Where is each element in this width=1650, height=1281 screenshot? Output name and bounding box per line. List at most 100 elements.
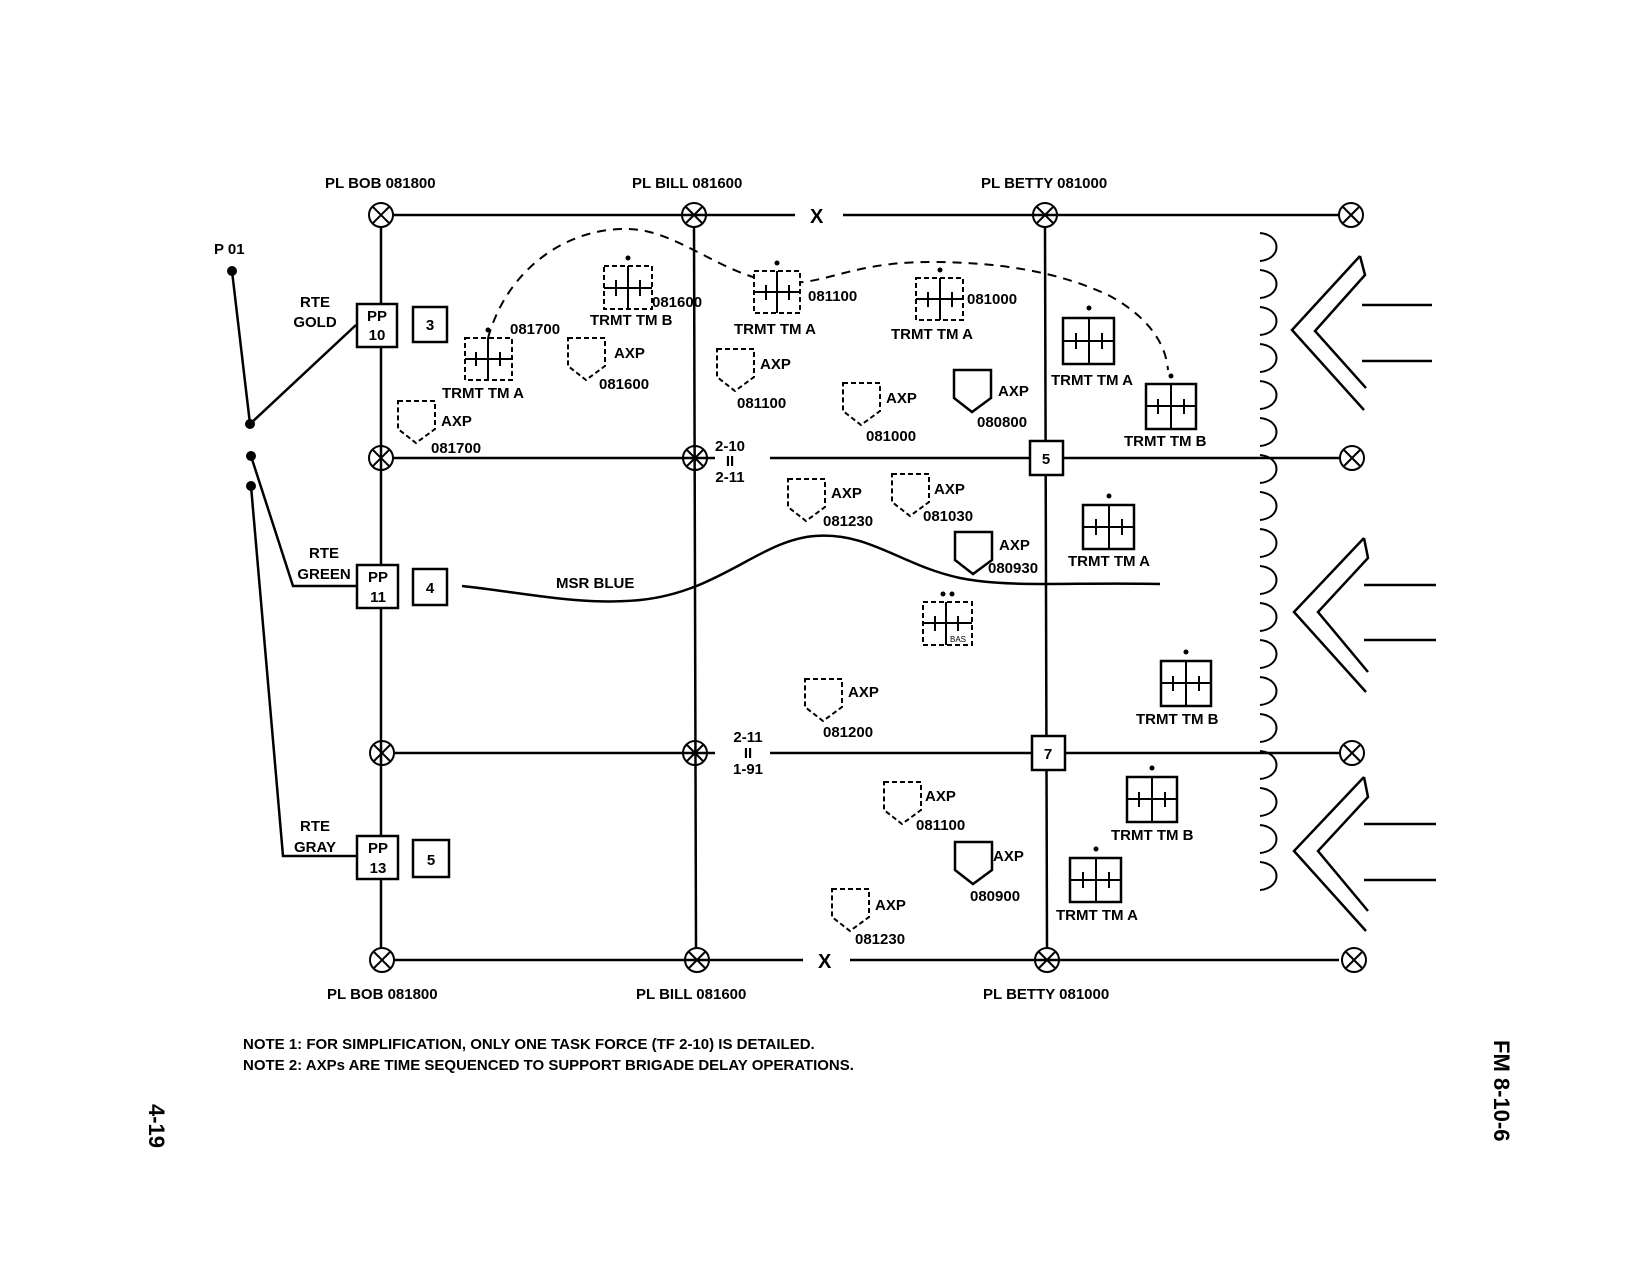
note-2: NOTE 2: AXPs ARE TIME SEQUENCED TO SUPPO… — [243, 1057, 854, 1074]
svg-text:081700: 081700 — [510, 321, 560, 338]
svg-text:TRMT TM A: TRMT TM A — [1068, 553, 1150, 570]
svg-text:GREEN: GREEN — [297, 566, 350, 583]
svg-text:081600: 081600 — [652, 294, 702, 311]
svg-text:081000: 081000 — [866, 428, 916, 445]
axp-080930: AXP 080930 — [953, 530, 1038, 577]
circle-x-icon — [369, 947, 395, 973]
svg-text:II: II — [744, 745, 752, 762]
circle-x-icon — [1339, 445, 1365, 471]
svg-text:AXP: AXP — [925, 788, 956, 805]
circle-x-icon — [1032, 202, 1058, 228]
svg-text:7: 7 — [1044, 746, 1052, 763]
route-gold-label: RTE GOLD — [293, 294, 336, 331]
scallop-segment — [1259, 565, 1278, 595]
scallop-segment — [1259, 454, 1278, 484]
scallop-segment — [1259, 380, 1278, 410]
scallop-segment — [1259, 343, 1278, 373]
svg-text:GRAY: GRAY — [294, 839, 336, 856]
svg-text:AXP: AXP — [760, 356, 791, 373]
circle-x-icon — [1338, 202, 1364, 228]
treatment-team-a-forward: TRMT TM A — [1051, 305, 1133, 389]
checkpoint-5: 5 — [1028, 439, 1065, 477]
route-green-label: RTE GREEN — [297, 545, 350, 583]
document-id: FM 8-10-6 — [1489, 1040, 1514, 1141]
route-gold-number: 3 — [411, 305, 449, 344]
axp-081200: AXP 081200 — [804, 678, 879, 741]
svg-text:TRMT TM B: TRMT TM B — [1136, 711, 1219, 728]
svg-text:080800: 080800 — [977, 414, 1027, 431]
page-number: 4-19 — [144, 1104, 169, 1148]
scallop-segment — [1259, 750, 1278, 780]
svg-text:10: 10 — [369, 327, 386, 344]
treatment-team-b-081600: 081600 TRMT TM B — [590, 255, 702, 329]
release-point-label: P 01 — [214, 241, 245, 258]
svg-text:RTE: RTE — [309, 545, 339, 562]
svg-text:081230: 081230 — [855, 931, 905, 948]
axp-081000: AXP 081000 — [842, 382, 917, 445]
boundary-x-top: X — [810, 206, 824, 228]
treatment-team-b-mid: TRMT TM B — [1136, 649, 1219, 728]
control-points — [368, 202, 1367, 973]
circle-x-icon — [368, 445, 394, 471]
boundary-x-bottom: X — [818, 951, 832, 973]
scallop-segment — [1259, 528, 1278, 558]
scallop-segment — [1259, 861, 1278, 891]
svg-text:TRMT TM A: TRMT TM A — [1056, 907, 1138, 924]
pl-bob-top-label: PL BOB 081800 — [325, 175, 436, 192]
svg-text:080930: 080930 — [988, 560, 1038, 577]
svg-text:5: 5 — [427, 852, 435, 869]
svg-text:AXP: AXP — [998, 383, 1029, 400]
axp-081600: AXP 081600 — [567, 337, 649, 393]
svg-text:TRMT TM A: TRMT TM A — [1051, 372, 1133, 389]
note-1: NOTE 1: FOR SIMPLIFICATION, ONLY ONE TAS… — [243, 1036, 815, 1053]
svg-text:081200: 081200 — [823, 724, 873, 741]
svg-text:AXP: AXP — [614, 345, 645, 362]
svg-text:3: 3 — [426, 317, 434, 334]
axp-081100: AXP 081100 — [716, 348, 791, 412]
treatment-team-a-081100: 081100 TRMT TM A — [734, 260, 857, 338]
axp-081700: AXP 081700 — [397, 400, 481, 457]
svg-text:AXP: AXP — [441, 413, 472, 430]
svg-text:PP: PP — [368, 569, 388, 586]
scallop-segment — [1259, 676, 1278, 706]
scallop-segment — [1259, 713, 1278, 743]
treatment-team-b-south: TRMT TM B — [1111, 765, 1194, 844]
checkpoint-7: 7 — [1030, 734, 1067, 772]
svg-text:II: II — [726, 453, 734, 470]
circle-x-icon — [681, 202, 707, 228]
svg-text:TRMT TM B: TRMT TM B — [1111, 827, 1194, 844]
axp-081030: AXP 081030 — [891, 473, 973, 525]
svg-text:PP: PP — [368, 840, 388, 857]
svg-text:AXP: AXP — [999, 537, 1030, 554]
svg-text:2-10: 2-10 — [715, 438, 745, 455]
svg-text:TRMT TM A: TRMT TM A — [442, 385, 524, 402]
circle-x-icon — [684, 947, 710, 973]
scallop-segment — [1259, 306, 1278, 336]
scallop-segment — [1259, 639, 1278, 669]
axp-081100-south: AXP 081100 — [883, 781, 965, 834]
circle-x-icon — [1339, 740, 1365, 766]
svg-text:GOLD: GOLD — [293, 314, 336, 331]
svg-text:5: 5 — [1042, 451, 1050, 468]
svg-text:RTE: RTE — [300, 818, 330, 835]
svg-text:AXP: AXP — [831, 485, 862, 502]
treatment-team-a-mid: TRMT TM A — [1068, 493, 1150, 570]
passage-point-11: PP 11 — [355, 563, 400, 610]
pl-bob-bottom-label: PL BOB 081800 — [327, 986, 438, 1003]
svg-text:AXP: AXP — [934, 481, 965, 498]
treatment-team-b-forward: TRMT TM B — [1124, 373, 1207, 450]
svg-text:TRMT TM B: TRMT TM B — [590, 312, 673, 329]
svg-text:BAS: BAS — [950, 635, 966, 644]
scallop-segment — [1259, 232, 1278, 262]
battalion-aid-station: BAS — [922, 591, 973, 646]
treatment-team-a-south: TRMT TM A — [1056, 846, 1138, 924]
circle-x-icon — [682, 740, 708, 766]
pl-bill-bottom-label: PL BILL 081600 — [636, 986, 746, 1003]
svg-text:081600: 081600 — [599, 376, 649, 393]
scallop-segment — [1259, 417, 1278, 447]
svg-text:081030: 081030 — [923, 508, 973, 525]
circle-x-icon — [1341, 947, 1367, 973]
scallop-segment — [1259, 602, 1278, 632]
route-green-number: 4 — [411, 567, 449, 607]
enemy-attack-arrow-center — [1292, 537, 1436, 693]
